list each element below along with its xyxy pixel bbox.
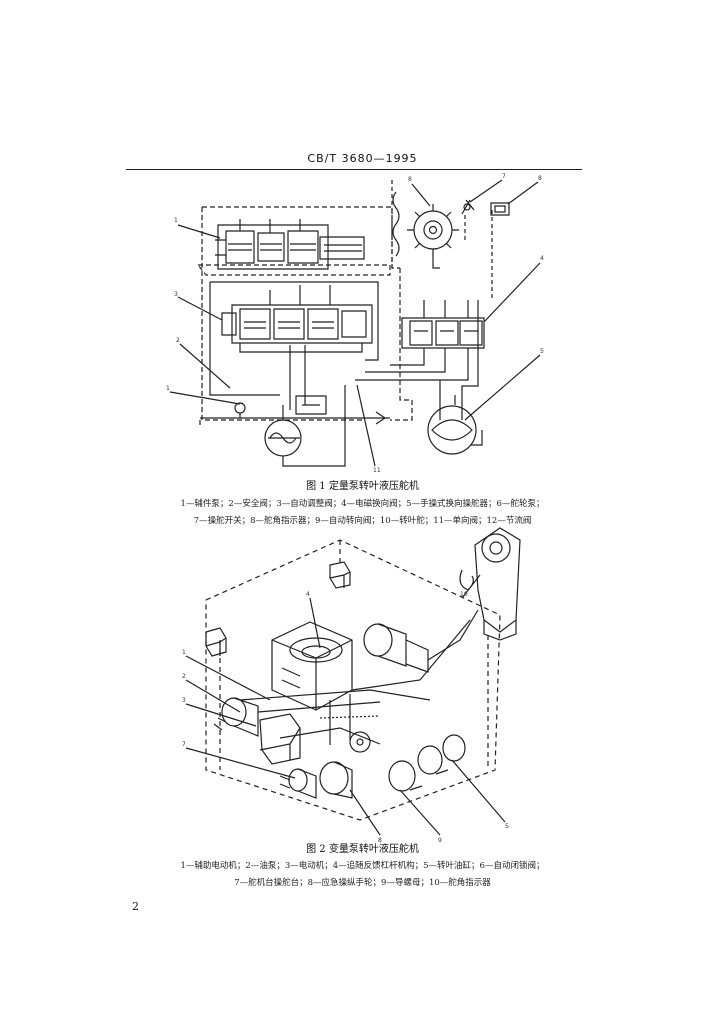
svg-text:10: 10 [460, 591, 468, 598]
svg-text:8: 8 [538, 175, 542, 182]
svg-text:3: 3 [182, 697, 186, 704]
svg-text:11: 11 [373, 467, 381, 474]
page-number: 2 [132, 900, 139, 913]
svg-text:8: 8 [408, 176, 412, 183]
figure2-legend-line1: 1—辅助电动机；2—油泵；3—电动机；4—追随反馈杠杆机构；5—转叶油缸；6—自… [180, 861, 545, 871]
svg-text:1: 1 [174, 217, 178, 224]
figure1-legend-line2: 7—操舵开关；8—舵角指示器；9—自动转向阀；10—转叶舵；11—单向阀；12—… [193, 516, 532, 526]
figure1-legend-line1: 1—辅件泵；2—安全阀；3—自动调整阀；4—电磁换向阀；5—手操式换向操舵器；6… [180, 499, 545, 509]
svg-text:4: 4 [540, 255, 544, 262]
svg-text:8: 8 [378, 837, 382, 844]
svg-text:5: 5 [505, 823, 509, 830]
svg-text:2: 2 [176, 337, 180, 344]
page-header-standard-number: CB/T 3680—1995 [307, 152, 418, 165]
svg-text:1: 1 [182, 649, 186, 656]
svg-text:3: 3 [174, 291, 178, 298]
svg-text:5: 5 [540, 348, 544, 355]
svg-text:7: 7 [182, 741, 186, 748]
figure2-legend-line2: 7—舵机台操舵台；8—应急操纵手轮；9—导螺母；10—舵角指示器 [234, 878, 491, 888]
header-rule [126, 169, 582, 170]
svg-text:9: 9 [438, 837, 442, 844]
svg-text:1: 1 [166, 385, 170, 392]
figure2-caption: 图 2 变量泵转叶液压舵机 [306, 844, 419, 855]
svg-text:4: 4 [306, 591, 310, 598]
svg-text:2: 2 [182, 673, 186, 680]
svg-text:7: 7 [502, 173, 506, 180]
figure1-caption: 图 1 定量泵转叶液压舵机 [306, 481, 419, 492]
